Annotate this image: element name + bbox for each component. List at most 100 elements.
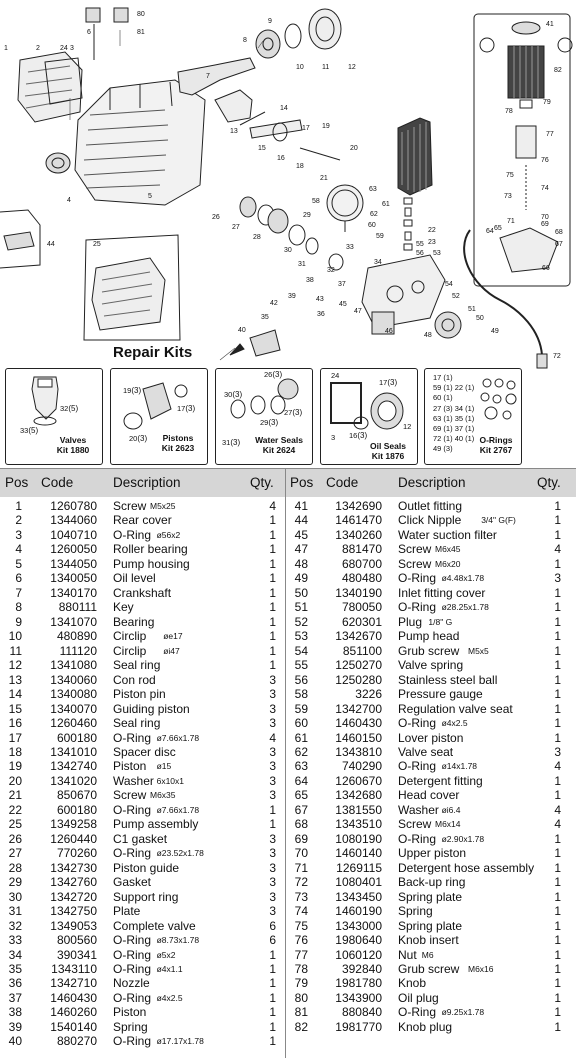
row-description: Pump assembly	[113, 817, 199, 832]
row-qty: 1	[554, 990, 561, 1005]
row-qty: 1	[554, 499, 561, 513]
row-pos: 75	[294, 918, 308, 933]
row-qty: 1	[554, 716, 561, 731]
row-description: Complete valve	[113, 918, 196, 933]
row-pos: 13	[8, 672, 22, 687]
row-qty: 1	[269, 658, 276, 673]
callout-43: 43	[316, 296, 324, 303]
row-pos: 36	[8, 976, 22, 991]
row-description: Knob	[398, 976, 427, 991]
row-code: 600180	[56, 730, 97, 745]
row-pos: 80	[294, 990, 308, 1005]
row-code: 1342730	[50, 860, 97, 875]
callout-62: 62	[370, 211, 378, 218]
row-description: O-Ring	[113, 962, 152, 976]
row-pos: 64	[294, 773, 308, 788]
callout-46: 46	[385, 328, 393, 335]
row-description: Gasket	[113, 875, 152, 890]
row-qty: 1	[554, 889, 561, 904]
callout-34: 34	[374, 259, 382, 266]
row-pos: 31	[8, 904, 22, 919]
row-description: O-Ring	[113, 1034, 152, 1049]
callout-69: 69	[541, 221, 549, 228]
row-code: 1340060	[50, 672, 97, 687]
callout-48: 48	[424, 332, 432, 339]
row-description: O-Ring	[113, 933, 152, 948]
row-description: Piston pin	[113, 687, 166, 702]
row-spec: M6x45	[435, 544, 461, 555]
row-pos: 59	[294, 701, 308, 716]
valve-kit-drawing	[31, 376, 59, 426]
row-description: O-Ring	[113, 802, 152, 817]
row-description: O-Ring	[398, 716, 437, 731]
row-description: O-Ring	[113, 990, 152, 1005]
row-pos: 19	[8, 759, 22, 774]
callout-82: 82	[554, 67, 562, 74]
row-spec: ø2.90x1.78	[441, 833, 485, 844]
row-qty: 1	[269, 1005, 276, 1020]
callout-26: 26	[212, 214, 220, 221]
callout-35: 35	[261, 314, 269, 321]
row-qty: 1	[554, 1005, 561, 1020]
row-pos: 79	[294, 976, 308, 991]
callout-16: 16	[277, 155, 285, 162]
row-qty: 1	[554, 962, 561, 976]
row-spec: M6x14	[435, 819, 461, 830]
row-qty: 1	[269, 976, 276, 991]
row-pos: 15	[8, 701, 22, 716]
row-spec: 6x10x1	[156, 775, 185, 786]
seal-kit-label-27: 27(3)	[284, 408, 303, 417]
callout-55: 55	[416, 241, 424, 248]
row-description: Screw	[113, 499, 147, 513]
row-description: O-Ring	[398, 571, 437, 586]
callout-65: 65	[494, 225, 502, 232]
row-description: Circlip	[113, 629, 147, 644]
row-code: 1340170	[50, 585, 97, 600]
callout-15: 15	[258, 145, 266, 152]
row-qty: 1	[269, 629, 276, 644]
row-description: Spring	[398, 904, 433, 919]
row-code: 740290	[341, 759, 382, 774]
row-pos: 1	[15, 499, 22, 513]
row-code: 1343000	[335, 918, 382, 933]
callout-73: 73	[504, 193, 512, 200]
row-description: Stainless steel ball	[398, 672, 498, 687]
row-pos: 70	[294, 846, 308, 861]
row-code: 1060120	[335, 947, 382, 962]
row-description: Plate	[113, 904, 141, 919]
row-pos: 68	[294, 817, 308, 832]
row-qty: 1	[554, 831, 561, 846]
callout-3: 3	[70, 45, 74, 52]
callout-66: 66	[542, 265, 550, 272]
row-pos: 20	[8, 773, 22, 788]
row-pos: 11	[9, 643, 22, 658]
row-qty: 1	[269, 1034, 276, 1049]
row-pos: 6	[15, 571, 22, 586]
kit-water-seals: 26(3) 30(3) 29(3) 27(3) 31(3) Water Seal…	[215, 368, 313, 465]
row-description: Seal ring	[113, 658, 161, 673]
row-description: O-Ring	[398, 1005, 437, 1020]
row-pos: 78	[294, 962, 308, 976]
callout-30: 30	[284, 247, 292, 254]
row-pos: 60	[294, 716, 308, 731]
row-qty: 1	[554, 687, 561, 702]
row-qty: 1	[269, 542, 276, 557]
row-qty: 1	[554, 643, 561, 658]
piston-kit-label-17: 17(3)	[177, 404, 196, 413]
row-description: Key	[113, 600, 134, 615]
row-pos: 49	[294, 571, 308, 586]
